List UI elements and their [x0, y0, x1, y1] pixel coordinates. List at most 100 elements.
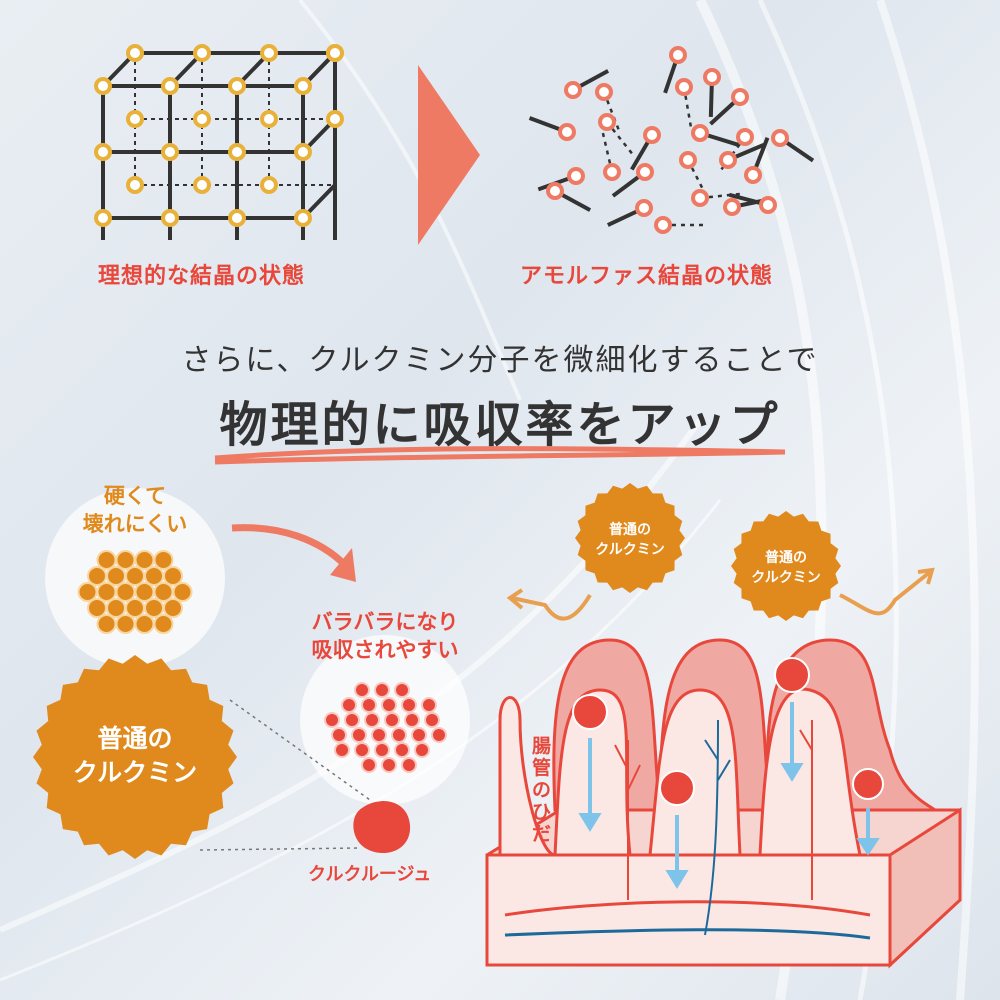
lattice-node	[260, 110, 278, 128]
lattice-node	[294, 77, 312, 95]
particle	[125, 566, 145, 586]
lattice-node	[260, 44, 278, 62]
particle	[77, 582, 98, 602]
particle	[163, 598, 183, 618]
particle	[361, 757, 377, 773]
particle	[144, 566, 164, 586]
particle	[354, 682, 370, 698]
particle	[404, 712, 420, 728]
arrow-right-icon	[418, 65, 480, 245]
molecule-node	[759, 196, 777, 214]
badge2-line2: クルクミン	[751, 570, 821, 586]
lattice-node	[161, 143, 179, 161]
small-badge-2-text: 普通の クルクミン	[736, 548, 836, 588]
particle	[134, 582, 155, 602]
particle	[391, 727, 407, 743]
lattice-node	[94, 77, 112, 95]
particle	[354, 742, 370, 758]
intestine-char: ひ	[532, 801, 552, 823]
particle	[144, 598, 164, 618]
particle	[115, 614, 136, 634]
curved-arrow-icon	[231, 524, 348, 568]
lattice-node	[228, 143, 246, 161]
particle	[351, 727, 367, 743]
lattice-node	[161, 209, 179, 227]
molecule-node	[723, 198, 741, 216]
particle	[324, 712, 340, 728]
particle	[134, 614, 155, 634]
lattice-node	[94, 143, 112, 161]
intestine-char: 管	[532, 757, 552, 779]
lattice-node	[228, 77, 246, 95]
molecule-node	[567, 167, 585, 185]
particle	[134, 550, 155, 570]
particle	[125, 598, 145, 618]
lattice-node	[260, 176, 278, 194]
particle	[115, 582, 136, 602]
particle	[431, 727, 447, 743]
scattered-particle-cluster	[324, 682, 447, 773]
particle	[401, 697, 417, 713]
molecule-node	[675, 78, 693, 96]
particle	[381, 757, 397, 773]
big-badge-text: 普通の クルクミン	[60, 722, 210, 790]
intestine-illustration	[485, 638, 962, 969]
particle	[87, 566, 107, 586]
intestine-char: だ	[532, 823, 552, 845]
particle	[341, 697, 357, 713]
particle	[153, 614, 174, 634]
molecule-node	[636, 163, 654, 181]
lattice-node	[126, 176, 144, 194]
molecule-node	[703, 68, 721, 86]
molecule-node	[564, 81, 582, 99]
particle	[163, 566, 183, 586]
particle	[394, 682, 410, 698]
particle	[361, 697, 377, 713]
particle	[421, 697, 437, 713]
molecule-node	[603, 163, 621, 181]
molecule-node	[643, 126, 661, 144]
particle	[96, 550, 117, 570]
molecule-node	[719, 151, 737, 169]
small-badge-1-text: 普通の クルクミン	[580, 520, 680, 560]
molecule-node	[598, 113, 616, 131]
lattice-node	[294, 209, 312, 227]
ideal-crystal-caption: 理想的な結晶の状態	[98, 264, 306, 289]
intestine-char: の	[532, 779, 552, 801]
molecule-node	[691, 124, 709, 142]
particle	[371, 727, 387, 743]
lattice-node	[161, 77, 179, 95]
particle	[115, 550, 136, 570]
molecule-node	[771, 129, 789, 147]
scatter-label-line1: バラバラになり	[311, 610, 459, 634]
particle	[96, 582, 117, 602]
lattice-node	[126, 110, 144, 128]
particle	[106, 566, 126, 586]
lattice-node	[228, 209, 246, 227]
hard-label-line2: 壊れにくい	[82, 512, 188, 536]
lattice-node	[126, 44, 144, 62]
particle	[153, 582, 174, 602]
product-particle	[353, 801, 411, 854]
molecule-node	[654, 216, 672, 234]
molecule-node	[744, 166, 762, 184]
badge1-line2: クルクミン	[595, 542, 665, 558]
big-badge-shape	[33, 655, 237, 859]
molecule-node	[669, 46, 687, 64]
particle	[96, 614, 117, 634]
molecule-node	[679, 151, 697, 169]
hard-label-line1: 硬くて	[103, 484, 167, 508]
particle	[424, 712, 440, 728]
particle	[374, 682, 390, 698]
particle	[344, 712, 360, 728]
lead-text: さらに、クルクミン分子を微細化することで	[181, 343, 819, 378]
molecule-node	[736, 128, 754, 146]
scatter-label-line2: 吸収されやすい	[311, 638, 459, 662]
particle	[411, 727, 427, 743]
particle	[106, 598, 126, 618]
molecule-node	[731, 88, 749, 106]
particle	[334, 742, 350, 758]
badge2-line1: 普通の	[765, 550, 807, 566]
crystal-lattice-diagram	[94, 44, 344, 240]
